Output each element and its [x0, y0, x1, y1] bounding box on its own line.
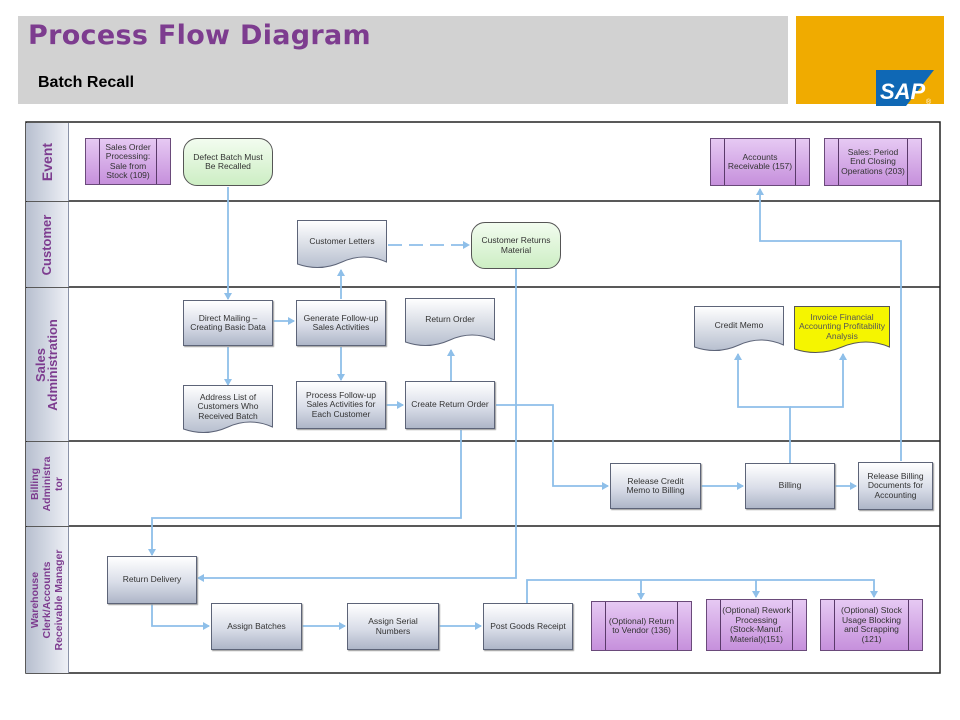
logo-panel — [796, 16, 944, 104]
node-generate-followup[interactable]: Generate Follow-up Sales Activities — [296, 300, 386, 346]
node-accounts-receivable[interactable]: Accounts Receivable (157) — [710, 138, 810, 186]
node-credit-memo-label: Credit Memo — [714, 320, 764, 331]
lane-event: Event — [26, 123, 69, 201]
conn-create-to-release-credit — [496, 404, 609, 490]
connectors — [148, 187, 902, 630]
page-subtitle: Batch Recall — [38, 74, 135, 91]
node-direct-mailing[interactable]: Direct Mailing – Creating Basic Data — [183, 300, 273, 346]
page-title: Process Flow Diagram — [28, 20, 371, 51]
node-billing-label: Billing — [778, 480, 802, 491]
node-return-order-label: Return Order — [425, 314, 475, 325]
node-create-return-order[interactable]: Create Return Order — [405, 381, 495, 429]
node-release-billing-documents-label: Release Billing Documents for Accounting — [867, 470, 924, 500]
node-customer-returns-material-label: Customer Returns Material — [481, 235, 551, 255]
lane-billing-line2: Administra — [41, 456, 53, 512]
node-optional-return-vendor[interactable]: (Optional) Return to Vendor (136) — [591, 601, 692, 651]
node-sales-order-processing-label: Sales Order Processing: Sale from Stock … — [105, 141, 151, 180]
node-customer-letters[interactable]: Customer Letters — [297, 220, 387, 272]
node-defect-batch-label: Defect Batch Must Be Recalled — [193, 151, 263, 171]
lane-billing-line3: tor — [53, 477, 65, 491]
node-create-return-order-label: Create Return Order — [411, 399, 489, 410]
node-direct-mailing-label: Direct Mailing – Creating Basic Data — [190, 312, 266, 332]
conn-release-docs-to-ar — [756, 188, 902, 461]
lane-warehouse-line1: Warehouse — [29, 571, 41, 629]
node-customer-letters-label: Customer Letters — [309, 236, 375, 247]
node-return-delivery[interactable]: Return Delivery — [107, 556, 197, 604]
node-accounts-receivable-label: Accounts Receivable (157) — [727, 151, 793, 171]
node-address-list[interactable]: Address List of Customers Who Received B… — [183, 385, 273, 437]
node-optional-stock-usage[interactable]: (Optional) Stock Usage Blocking and Scra… — [820, 599, 923, 651]
node-release-credit-memo[interactable]: Release Credit Memo to Billing — [610, 463, 701, 509]
node-release-credit-memo-label: Release Credit Memo to Billing — [626, 475, 685, 495]
lane-sales-administration: Sales Administration — [26, 288, 69, 441]
lane-warehouse-label: Warehouse Clerk/Accounts Receivable Mana… — [29, 550, 65, 651]
node-process-followup-label: Process Follow-up Sales Activities for E… — [306, 389, 376, 419]
lane-sales-line2: Administration — [45, 318, 60, 411]
node-period-end-closing-label: Sales: Period End Closing Operations (20… — [841, 146, 905, 176]
node-assign-serial-numbers[interactable]: Assign Serial Numbers — [347, 603, 439, 650]
node-assign-serial-numbers-label: Assign Serial Numbers — [368, 616, 418, 636]
node-generate-followup-label: Generate Follow-up Sales Activities — [303, 312, 379, 332]
lane-warehouse-line2: Clerk/Accounts — [41, 561, 53, 639]
conn-post-goods-to-optionals — [526, 579, 878, 603]
node-address-list-label: Address List of Customers Who Received B… — [197, 391, 259, 421]
conn-return-delivery-to-assign-batches — [151, 604, 210, 630]
lane-billing-label: Billing Administra tor — [29, 457, 65, 512]
node-defect-batch[interactable]: Defect Batch Must Be Recalled — [183, 138, 273, 186]
node-invoice-financial[interactable]: Invoice Financial Accounting Profitabili… — [794, 306, 890, 356]
node-optional-rework-label: (Optional) Rework Processing (Stock-Manu… — [722, 605, 791, 644]
node-post-goods-receipt-label: Post Goods Receipt — [490, 620, 566, 631]
node-assign-batches-label: Assign Batches — [227, 620, 286, 631]
lane-sales-administration-label: Sales Administration — [33, 318, 60, 411]
node-optional-stock-usage-label: (Optional) Stock Usage Blocking and Scra… — [841, 605, 902, 644]
node-period-end-closing[interactable]: Sales: Period End Closing Operations (20… — [824, 138, 922, 186]
node-optional-return-vendor-label: (Optional) Return to Vendor (136) — [608, 615, 675, 635]
node-release-billing-documents[interactable]: Release Billing Documents for Accounting — [858, 462, 933, 510]
header-banner: Process Flow Diagram Batch Recall — [18, 16, 788, 104]
conn-create-to-return-delivery — [148, 430, 462, 556]
node-invoice-financial-label: Invoice Financial Accounting Profitabili… — [799, 311, 885, 341]
node-credit-memo[interactable]: Credit Memo — [694, 306, 784, 354]
lane-warehouse-line3: Receivable Manager — [53, 549, 65, 651]
lane-event-label: Event — [39, 142, 55, 182]
node-sales-order-processing[interactable]: Sales Order Processing: Sale from Stock … — [85, 138, 171, 185]
lane-warehouse: Warehouse Clerk/Accounts Receivable Mana… — [26, 527, 69, 673]
node-return-order[interactable]: Return Order — [405, 298, 495, 350]
lane-billing-administrator: Billing Administra tor — [26, 442, 69, 526]
lane-separators — [26, 200, 940, 527]
logo-registered: ® — [926, 98, 932, 106]
node-optional-rework[interactable]: (Optional) Rework Processing (Stock-Manu… — [706, 599, 807, 651]
sap-logo-icon: SAP ® — [876, 70, 934, 106]
lane-billing-line1: Billing — [29, 467, 41, 501]
logo-text: SAP — [880, 79, 926, 104]
conn-billing-to-credit-memo — [734, 353, 791, 463]
lane-customer-label: Customer — [39, 214, 54, 275]
lane-customer: Customer — [26, 202, 69, 287]
node-assign-batches[interactable]: Assign Batches — [211, 603, 302, 650]
conn-billing-to-invoice — [790, 353, 847, 408]
node-post-goods-receipt[interactable]: Post Goods Receipt — [483, 603, 573, 650]
conn-returns-to-return-delivery — [197, 265, 517, 582]
node-return-delivery-label: Return Delivery — [122, 574, 182, 585]
node-process-followup[interactable]: Process Follow-up Sales Activities for E… — [296, 381, 386, 429]
node-billing[interactable]: Billing — [745, 463, 835, 509]
node-customer-returns-material[interactable]: Customer Returns Material — [471, 222, 561, 269]
